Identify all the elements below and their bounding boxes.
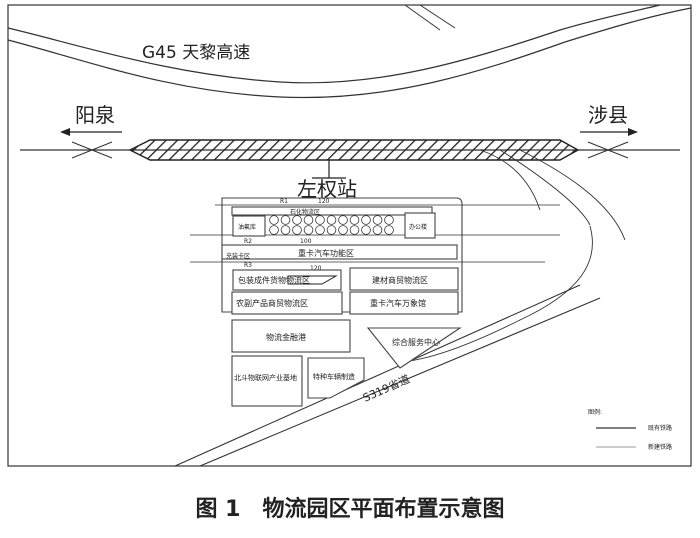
direction-left-label: 阳泉 — [75, 103, 115, 127]
tank-circle — [292, 215, 302, 225]
zone-special-vehicle — [307, 357, 365, 399]
tank-circle — [269, 225, 279, 235]
tank-circle — [315, 215, 325, 225]
track-r3-label: R3 — [244, 262, 252, 269]
arrow-right-head-icon — [628, 128, 638, 136]
zone-packaging — [232, 269, 342, 291]
zone-side-left-label: 充装卡区 — [226, 252, 250, 260]
zone-left-small — [232, 215, 266, 237]
station-platform — [128, 139, 580, 161]
connector-curve-4 — [399, 225, 593, 363]
legend-new-label: 新建铁路 — [648, 443, 672, 451]
road-line-b — [199, 297, 601, 467]
zone-beidou-iot — [231, 355, 303, 407]
tank-circle — [372, 225, 383, 235]
zone-finance — [231, 319, 351, 353]
tank-circle — [349, 215, 360, 225]
highway-branch-2 — [419, 4, 456, 29]
direction-right-label: 涉县 — [588, 103, 628, 127]
tank-circle — [292, 225, 302, 235]
connector-curve-2 — [499, 149, 591, 226]
connector-curve-3 — [519, 149, 626, 241]
highway-line-lower — [7, 7, 692, 99]
tank-circle — [338, 225, 348, 235]
tank-circle — [372, 215, 383, 225]
zone-heavy-truck-city — [349, 291, 459, 315]
zone-top-strip-label: 石化物流区 — [290, 208, 320, 216]
zone-right-small — [404, 212, 436, 239]
packaging-arrow-icon — [287, 275, 338, 285]
tank-circle — [338, 215, 348, 225]
zone-agri-trade-label: 农副产品商贸物流区 — [236, 298, 308, 308]
road-label: S319省道 — [361, 372, 412, 405]
rail-cross-left-b — [71, 141, 113, 159]
tank-circle — [269, 215, 279, 225]
legend-title: 图例: — [588, 408, 602, 416]
highway-line-upper — [7, 4, 661, 84]
zone-beidou-iot-label: 北斗物联网产业基地 — [234, 373, 297, 382]
zone-building-materials-label: 建材商贸物流区 — [372, 275, 428, 285]
track-r1-length: 120 — [318, 198, 330, 205]
zone-building-materials — [349, 267, 459, 291]
zone-heavy-truck-func-label: 重卡汽车功能区 — [298, 248, 354, 258]
tank-circle — [361, 215, 371, 225]
zone-top-strip — [231, 206, 433, 216]
zone-special-vehicle-label: 特种车辆制造 — [313, 372, 355, 381]
tank-circle — [280, 225, 291, 235]
tank-circle — [303, 215, 314, 225]
highway-branch — [404, 4, 441, 31]
frame — [7, 4, 692, 467]
track-r3-length: 120 — [310, 265, 322, 272]
zone-heavy-truck-func — [221, 244, 458, 260]
road-line-a — [174, 284, 581, 467]
tank-circle — [280, 215, 291, 225]
track-r1-label: R1 — [280, 198, 288, 205]
tank-circle — [315, 225, 325, 235]
rail-cross-right-b — [587, 141, 629, 159]
tank-circle — [349, 225, 360, 235]
zone-packaging-label: 包装成件货物物流区 — [238, 275, 310, 285]
track-r2-label: R2 — [244, 238, 252, 245]
arrow-left-head-icon — [60, 128, 70, 136]
zone-heavy-truck-city-label: 重卡汽车万象馆 — [370, 298, 426, 308]
legend-existing-label: 既有铁路 — [648, 424, 672, 432]
storage-tanks — [269, 215, 394, 235]
zone-left-small-label: 油氟库 — [238, 223, 256, 231]
zone-finance-label: 物流金融港 — [266, 332, 306, 342]
zone-service-center — [366, 327, 462, 369]
zone-right-small-label: 办公楼 — [409, 223, 427, 231]
connector-curve-1 — [479, 149, 541, 211]
figure-caption: 图 1 物流园区平面布置示意图 — [196, 496, 505, 522]
zone-agri-trade — [231, 291, 343, 315]
tank-circle — [326, 225, 337, 235]
tank-circle — [384, 225, 394, 235]
zone-service-center-label: 综合服务中心 — [392, 337, 440, 347]
tank-circle — [384, 215, 394, 225]
station-label: 左权站 — [297, 177, 357, 201]
tank-circle — [303, 225, 314, 235]
track-r2-length: 100 — [300, 238, 312, 245]
highway-label: G45 天黎高速 — [142, 43, 250, 63]
tank-circle — [361, 225, 371, 235]
tank-circle — [326, 215, 337, 225]
